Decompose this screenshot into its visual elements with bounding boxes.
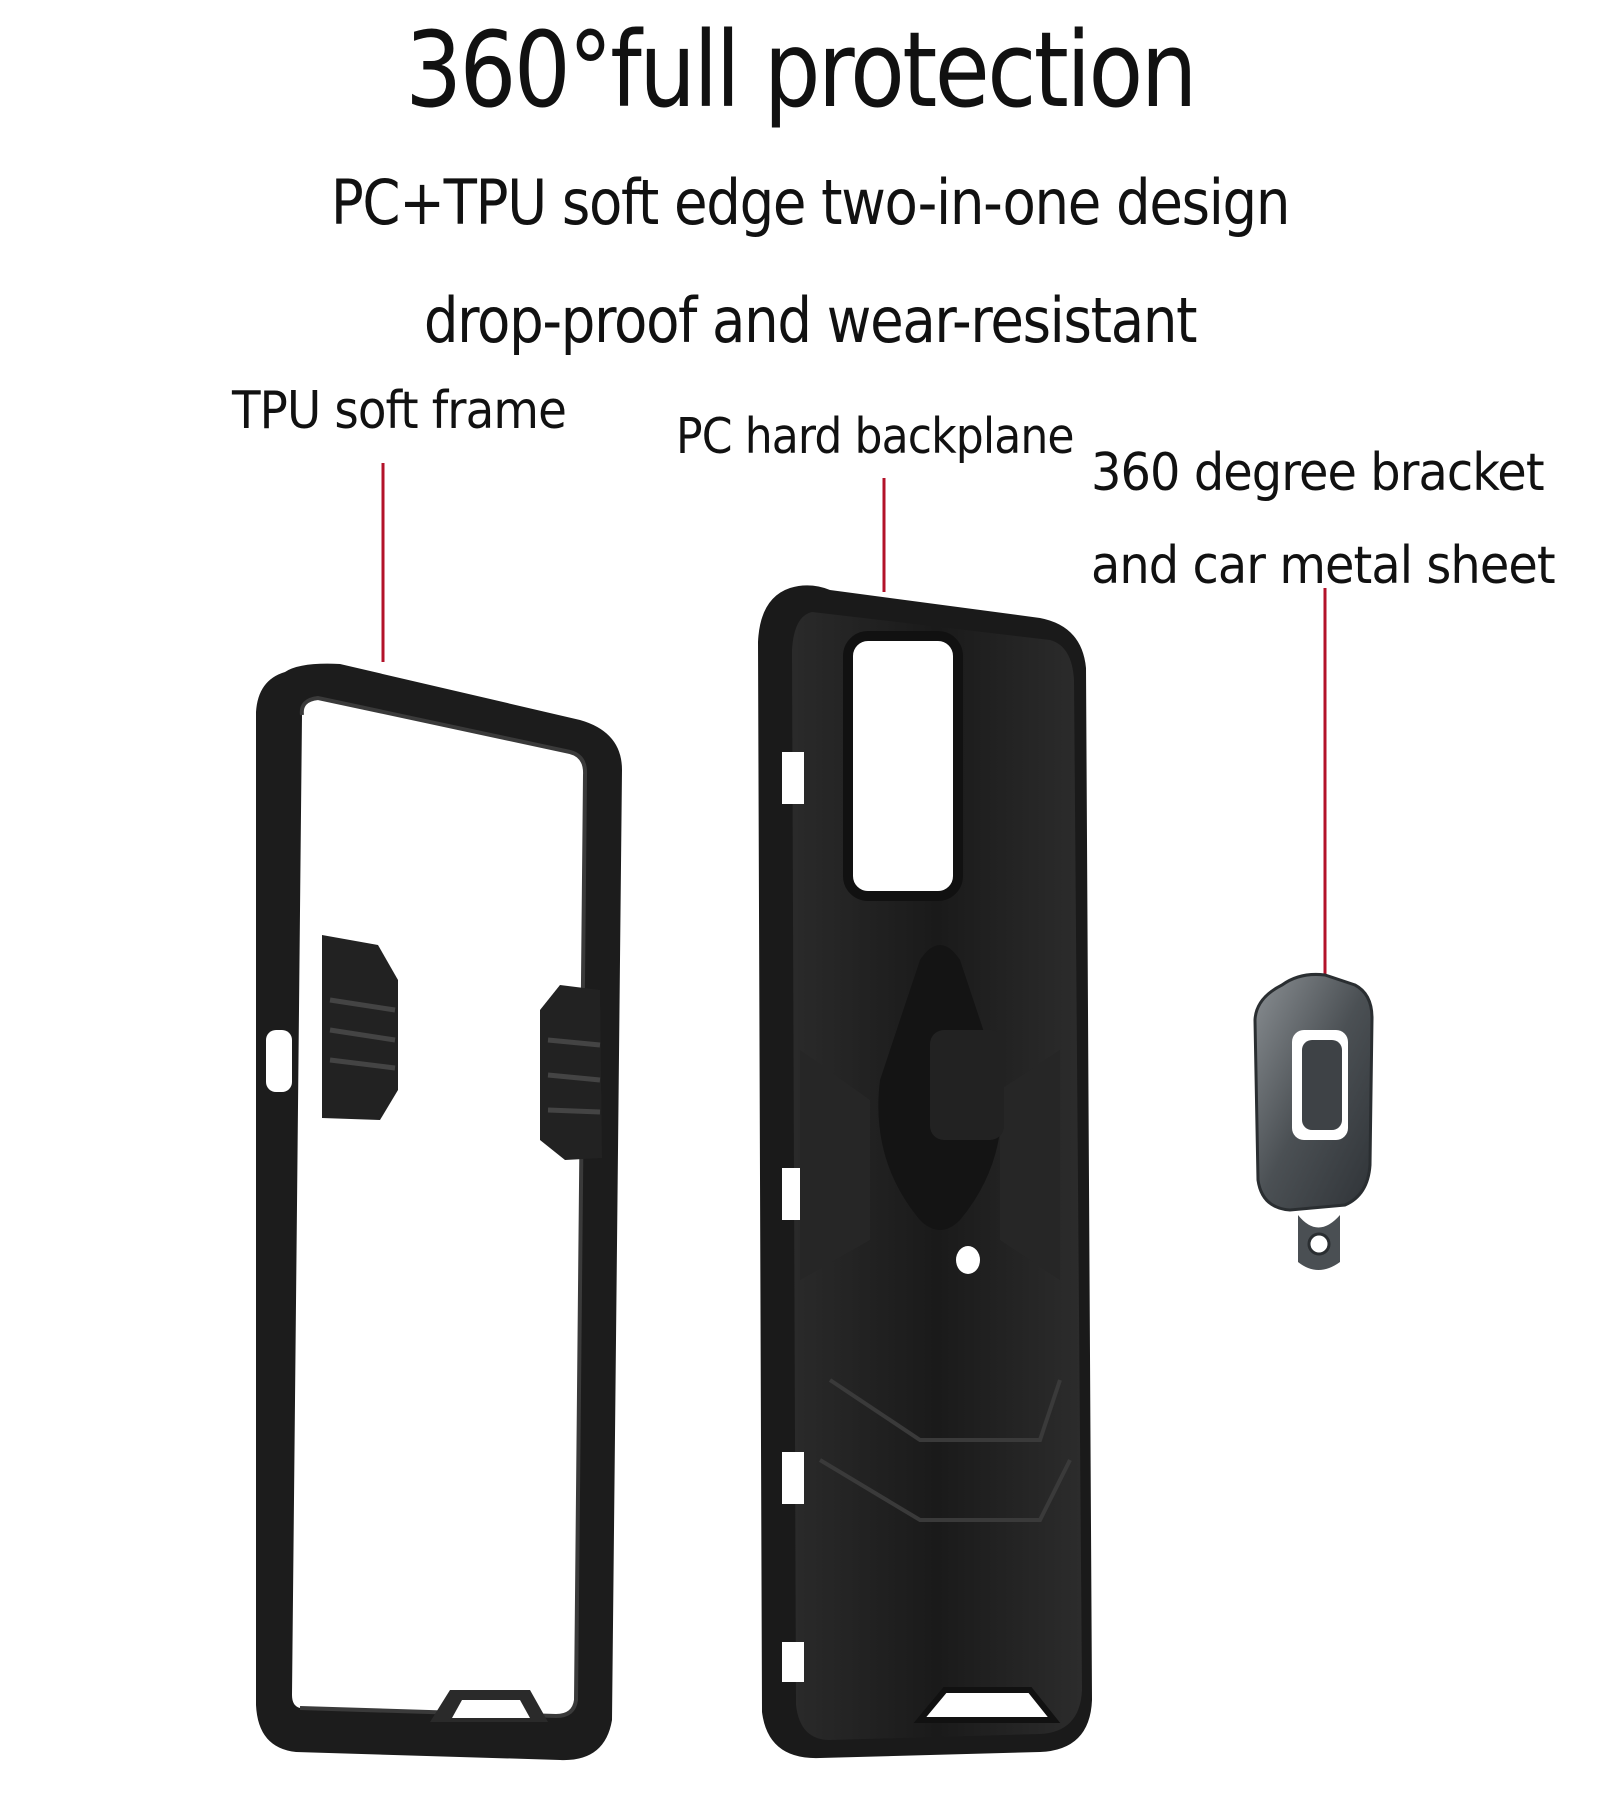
subheadline-durability: drop-proof and wear-resistant [423,284,1198,357]
label-bracket-line-1: 360 degree bracket [1091,443,1545,503]
label-bracket-line-2: and car metal sheet [1091,536,1556,596]
tpu-frame-illustration [256,663,622,1761]
subheadline-design: PC+TPU soft edge two-in-one design [330,166,1291,239]
label-tpu-frame: TPU soft frame [232,381,567,441]
pc-backplane-illustration [758,585,1092,1759]
callout-lines [381,463,1327,990]
ring-bracket-illustration [1253,973,1374,1270]
headline: 360°full protection [405,9,1197,131]
label-pc-backplane: PC hard backplane [676,408,1075,465]
